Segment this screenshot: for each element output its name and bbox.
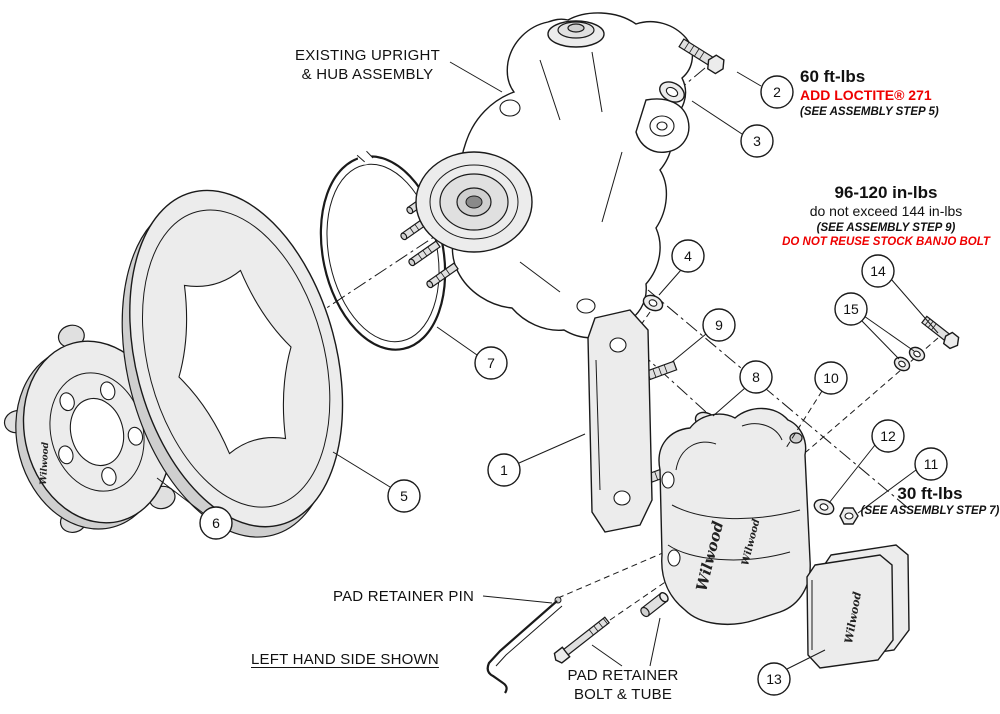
callout-9: 9 <box>702 308 736 342</box>
callout-11: 11 <box>914 447 948 481</box>
torque-note-96-120inlbs: 96-120 in-lbs do not exceed 144 in-lbs (… <box>775 182 997 250</box>
brake-rotor <box>121 189 344 538</box>
callout-12: 12 <box>871 419 905 453</box>
svg-text:2: 2 <box>773 84 781 100</box>
callout-2: 2 <box>760 75 794 109</box>
callout-4: 4 <box>671 239 705 273</box>
torque-30-value: 30 ft-lbs <box>897 484 963 503</box>
svg-text:13: 13 <box>766 671 782 687</box>
svg-text:4: 4 <box>684 248 692 264</box>
upright-hub-label: EXISTING UPRIGHT & HUB ASSEMBLY <box>285 47 450 85</box>
pad-retainer-tube <box>640 592 669 618</box>
svg-text:3: 3 <box>753 133 761 149</box>
svg-text:7: 7 <box>487 355 495 371</box>
torque-60-value: 60 ft-lbs <box>800 67 866 86</box>
nut-11 <box>839 507 859 525</box>
upright-bolt <box>678 38 725 75</box>
callout-14: 14 <box>861 254 895 288</box>
torque-30-step: (SEE ASSEMBLY STEP 7) <box>860 505 1000 518</box>
svg-text:8: 8 <box>752 369 760 385</box>
side-shown-label: LEFT HAND SIDE SHOWN <box>251 651 439 668</box>
svg-text:5: 5 <box>400 488 408 504</box>
callout-6: 6 <box>199 506 233 540</box>
svg-text:1: 1 <box>500 462 508 478</box>
torque-60-step: (SEE ASSEMBLY STEP 5) <box>800 105 939 118</box>
pad-retainer-bolt-label-line2: BOLT & TUBE <box>573 685 673 703</box>
torque-96-step: (SEE ASSEMBLY STEP 9) <box>816 221 956 234</box>
upright-bolt-washer <box>659 81 685 103</box>
callout-10: 10 <box>814 361 848 395</box>
washer-4 <box>642 294 664 312</box>
torque-note-30ftlbs: 30 ft-lbs (SEE ASSEMBLY STEP 7) <box>856 483 1000 519</box>
torque-60-loctite: ADD LOCTITE® 271 <box>800 87 932 104</box>
callout-7: 7 <box>474 346 508 380</box>
callout-15: 15 <box>834 292 868 326</box>
callout-5: 5 <box>387 479 421 513</box>
upright-hub-assembly <box>400 12 693 339</box>
torque-note-60ftlbs: 60 ft-lbs ADD LOCTITE® 271 (SEE ASSEMBLY… <box>800 66 996 119</box>
svg-text:14: 14 <box>870 263 886 279</box>
svg-text:12: 12 <box>880 428 896 444</box>
upright-hub-label-line2: & HUB ASSEMBLY <box>301 65 434 83</box>
callout-13: 13 <box>757 662 791 696</box>
callout-3: 3 <box>740 124 774 158</box>
leader-lines <box>156 61 939 670</box>
svg-text:15: 15 <box>843 301 859 317</box>
callout-8: 8 <box>739 360 773 394</box>
callout-1: 1 <box>487 453 521 487</box>
svg-text:10: 10 <box>823 370 839 386</box>
callouts: 1 2 3 4 5 6 7 8 9 10 11 12 13 14 15 <box>199 75 948 696</box>
brake-caliper: Wilwood Wilwood <box>658 407 811 625</box>
pad-retainer-bolt-label-line1: PAD RETAINER <box>567 667 679 684</box>
pad-retainer-pin-label: PAD RETAINER PIN <box>333 588 474 605</box>
svg-text:11: 11 <box>924 456 939 472</box>
pad-retainer-bolt <box>553 616 610 664</box>
pad-retainer-bolt-label: PAD RETAINER BOLT & TUBE <box>553 667 693 705</box>
upright-hub-label-line1: EXISTING UPRIGHT <box>295 47 440 64</box>
torque-96-warning: DO NOT REUSE STOCK BANJO BOLT <box>782 236 990 249</box>
svg-text:9: 9 <box>715 317 723 333</box>
pad-retainer-pin <box>486 596 563 694</box>
brake-pads: Wilwood <box>806 544 910 669</box>
washer-12 <box>813 498 835 516</box>
torque-96-limit: do not exceed 144 in-lbs <box>809 203 963 220</box>
hat-logo-text: Wilwood <box>39 441 51 485</box>
svg-text:6: 6 <box>212 515 220 531</box>
torque-96-value: 96-120 in-lbs <box>834 183 938 202</box>
banjo-washers <box>893 346 926 372</box>
